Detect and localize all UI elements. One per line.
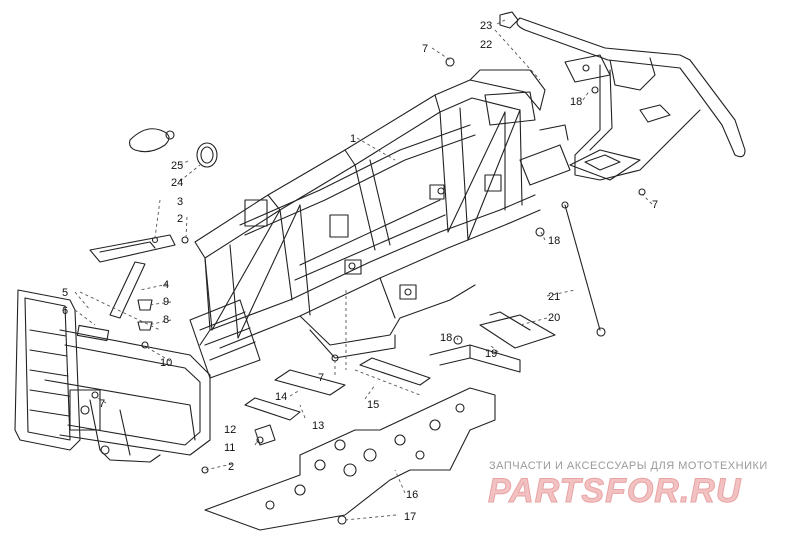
callout-17: 17 xyxy=(404,511,416,523)
callout-18-top: 18 xyxy=(570,96,582,108)
callout-7: 7 xyxy=(99,398,105,410)
main-frame xyxy=(189,69,571,379)
callout-23: 23 xyxy=(480,20,492,32)
callout-7-mid: 7 xyxy=(318,372,324,384)
callout-15: 15 xyxy=(367,399,379,411)
skid-plate xyxy=(204,387,496,531)
callout-3: 3 xyxy=(177,196,183,208)
callout-25: 25 xyxy=(171,160,183,172)
callout-1: 1 xyxy=(350,133,356,145)
callout-labels: 1 2 3 4 5 6 7 8 9 10 11 12 13 14 15 16 1… xyxy=(62,20,658,523)
callout-11: 11 xyxy=(224,442,235,454)
callout-12: 12 xyxy=(224,424,236,436)
wire-harness xyxy=(129,128,170,153)
callout-6: 6 xyxy=(62,305,68,317)
callout-7-top: 7 xyxy=(422,43,428,55)
callout-20: 20 xyxy=(548,312,560,324)
strip-12 xyxy=(244,397,301,421)
callout-2: 2 xyxy=(177,213,183,225)
callout-18-lower: 18 xyxy=(440,332,452,344)
rear-bracket xyxy=(429,311,556,373)
support-brace xyxy=(109,261,146,319)
callout-24: 24 xyxy=(171,177,183,189)
cap-nut xyxy=(499,11,519,29)
callout-2-lower: 2 xyxy=(228,461,234,473)
callout-21: 21 xyxy=(548,291,560,303)
callout-16: 16 xyxy=(406,489,418,501)
callout-19: 19 xyxy=(485,348,497,360)
callout-14: 14 xyxy=(275,391,287,403)
callout-4: 4 xyxy=(163,279,169,291)
guard-15 xyxy=(359,357,431,386)
guard-14 xyxy=(274,369,346,396)
callout-5: 5 xyxy=(62,287,68,299)
callout-13: 13 xyxy=(312,420,324,432)
rear-rack xyxy=(516,17,746,181)
callout-22: 22 xyxy=(480,39,492,51)
watermark-logo: PARTSFOR.RU xyxy=(487,472,742,511)
callout-7-rear: 7 xyxy=(652,199,658,211)
front-bumper xyxy=(14,289,211,463)
callout-10: 10 xyxy=(160,357,172,369)
callout-9: 9 xyxy=(163,296,169,308)
callout-8: 8 xyxy=(163,314,169,326)
callout-18-right: 18 xyxy=(548,235,560,247)
leader-lines xyxy=(74,19,653,521)
watermark-caption: ЗАПЧАСТИ И АКСЕССУАРЫ ДЛЯ МОТОТЕХНИКИ xyxy=(489,460,768,472)
hose-clamp xyxy=(196,142,218,168)
rod-21 xyxy=(564,204,601,331)
front-bracket xyxy=(89,234,176,263)
